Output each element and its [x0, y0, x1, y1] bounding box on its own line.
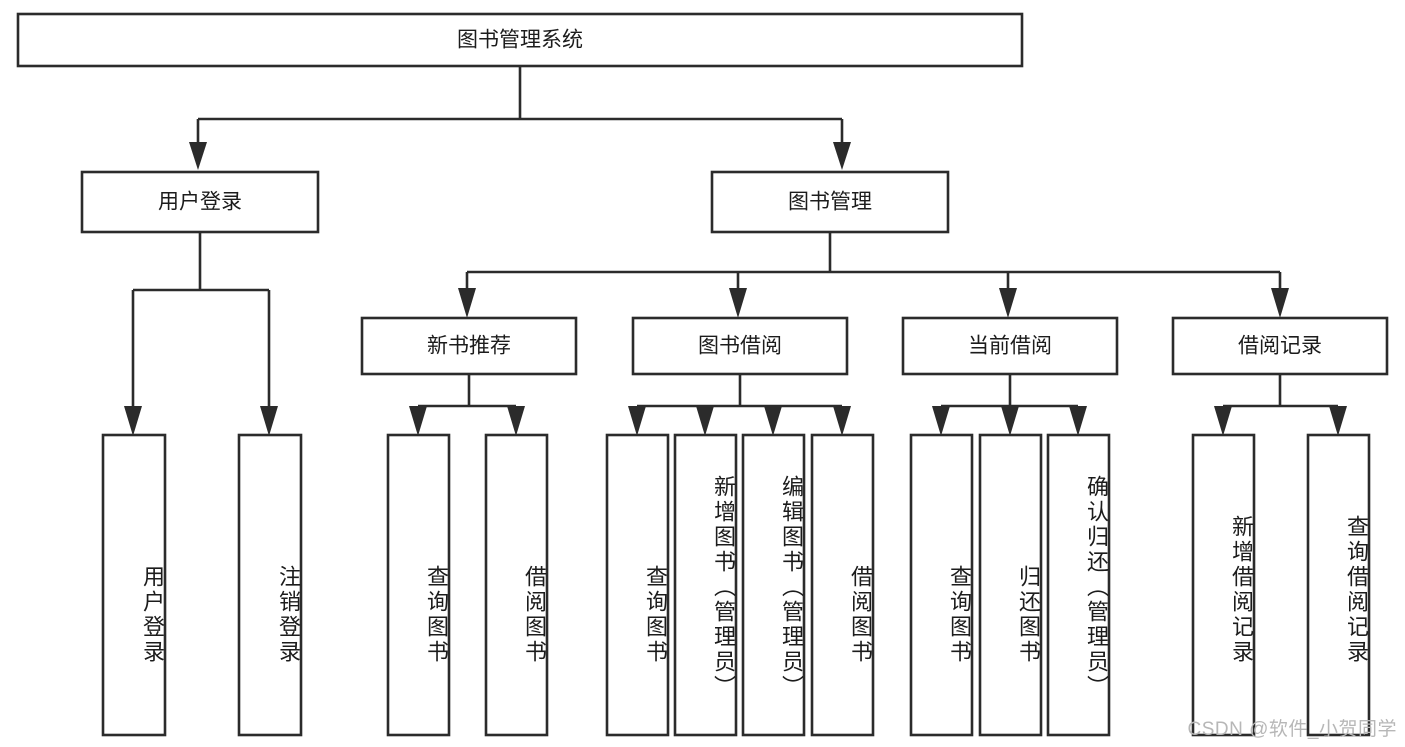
leaf-box-current-borrow-0[interactable] [909, 433, 974, 737]
node-book-borrow-label: 图书借阅 [698, 335, 782, 358]
arrow-current-borrow-to-leaf-0 [932, 406, 950, 436]
arrow-root-to-user-login [189, 142, 207, 170]
arrow-book-borrow-to-leaf-0 [628, 406, 646, 436]
node-root-box[interactable] [16, 12, 1024, 68]
leaf-box-book-borrow-2[interactable] [741, 433, 806, 737]
node-user-login-label: 用户登录 [158, 191, 242, 214]
arrow-book-manage-to-borrow-record [1271, 288, 1289, 318]
arrow-current-borrow-to-leaf-1 [1001, 406, 1019, 436]
node-new-book-recommend-label: 新书推荐 [427, 335, 511, 358]
node-current-borrow-box[interactable] [901, 316, 1119, 376]
leaf-box-book-borrow-3[interactable] [810, 433, 875, 737]
arrow-book-manage-to-book-borrow [729, 288, 747, 318]
node-book-manage-label: 图书管理 [788, 191, 872, 214]
leaf-box-user-login-0[interactable] [101, 433, 167, 737]
leaf-box-current-borrow-1[interactable] [978, 433, 1043, 737]
arrow-book-borrow-to-leaf-2 [764, 406, 782, 436]
node-borrow-record-box[interactable] [1171, 316, 1389, 376]
arrow-book-manage-to-new-book [458, 288, 476, 318]
leaf-box-new-book-1[interactable] [484, 433, 549, 737]
leaf-box-borrow-record-1[interactable] [1306, 433, 1371, 737]
arrow-book-manage-to-current-borrow [999, 288, 1017, 318]
node-root-label: 图书管理系统 [457, 29, 583, 52]
leaf-box-book-borrow-1[interactable] [673, 433, 738, 737]
leaf-box-user-login-1[interactable] [237, 433, 303, 737]
leaf-box-borrow-record-0[interactable] [1191, 433, 1256, 737]
node-book-manage-box[interactable] [710, 170, 950, 234]
arrow-current-borrow-to-leaf-2 [1069, 406, 1087, 436]
arrow-new-book-to-leaf-0 [409, 406, 427, 436]
arrow-user-login-to-leaf-0 [124, 406, 142, 436]
arrow-root-to-book-manage [833, 142, 851, 170]
leaf-box-book-borrow-0[interactable] [605, 433, 670, 737]
arrow-book-borrow-to-leaf-1 [696, 406, 714, 436]
arrow-book-borrow-to-leaf-3 [833, 406, 851, 436]
arrow-borrow-record-to-leaf-1 [1329, 406, 1347, 436]
csdn-watermark: CSDN @软件_小贺同学 [1187, 719, 1397, 740]
arrow-user-login-to-leaf-1 [260, 406, 278, 436]
arrow-new-book-to-leaf-1 [507, 406, 525, 436]
leaf-box-new-book-0[interactable] [386, 433, 451, 737]
node-new-book-recommend-box[interactable] [360, 316, 578, 376]
node-current-borrow-label: 当前借阅 [968, 335, 1052, 358]
node-book-borrow-box[interactable] [631, 316, 849, 376]
arrow-borrow-record-to-leaf-0 [1214, 406, 1232, 436]
leaf-box-current-borrow-2[interactable] [1046, 433, 1111, 737]
node-borrow-record-label: 借阅记录 [1238, 335, 1322, 358]
